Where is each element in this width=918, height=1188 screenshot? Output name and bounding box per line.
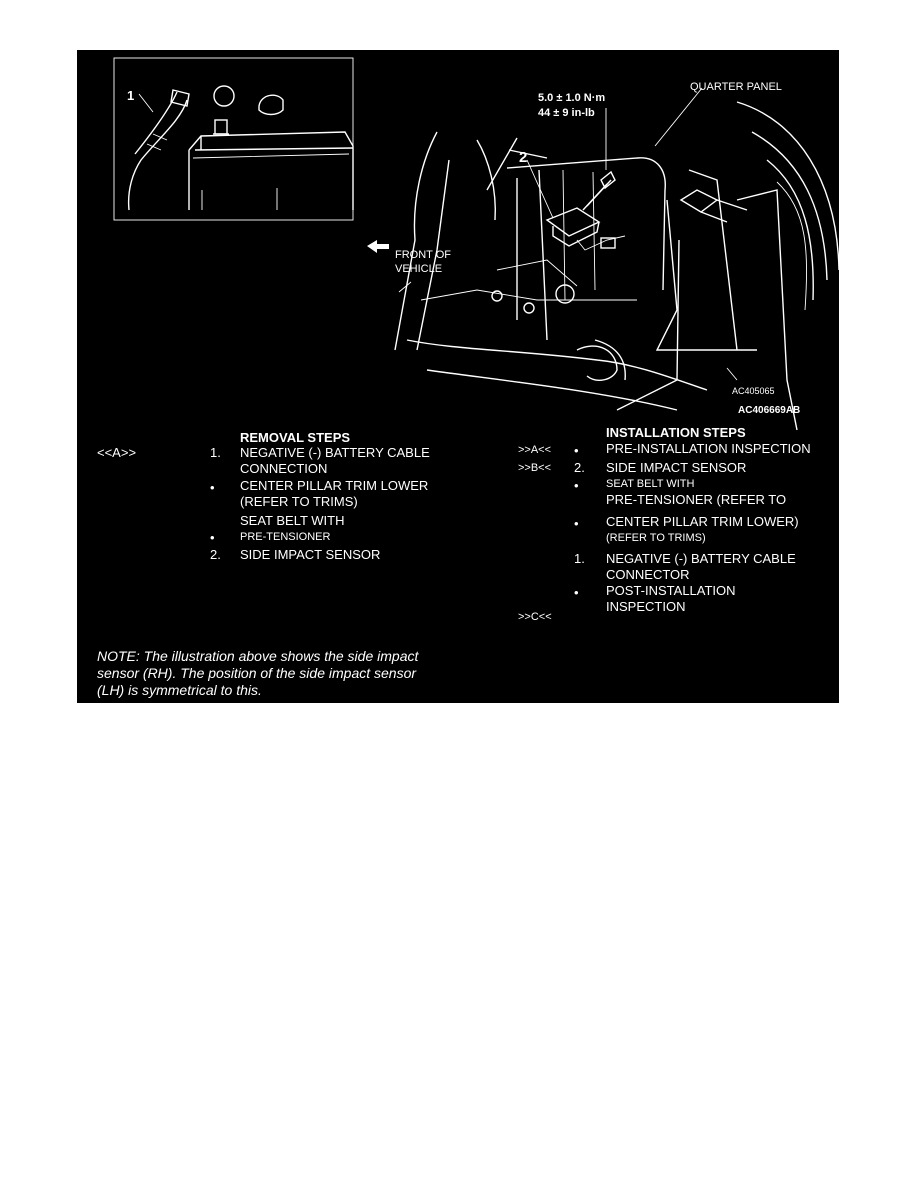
negative-terminal-symbol	[213, 85, 235, 107]
front-of-vehicle-label-1: FRONT OF	[395, 249, 452, 261]
inset-item-label: 1	[127, 88, 135, 103]
installation-heading: INSTALLATION STEPS	[606, 425, 746, 440]
installation-ref-c: >>C<<	[518, 611, 552, 623]
front-of-vehicle-label-2: VEHICLE	[395, 263, 443, 275]
image-code: AC406669AB	[738, 405, 801, 416]
installation-step-bullet: •	[574, 478, 579, 493]
quarter-panel-leader	[654, 87, 703, 147]
removal-ref-a: <<A>>	[97, 445, 137, 460]
removal-step-1-text: NEGATIVE (-) BATTERY CABLE	[240, 445, 430, 460]
side-impact-sensor	[545, 207, 601, 237]
sensor-bolt	[600, 170, 616, 190]
removal-step-1-num: 1.	[210, 445, 221, 460]
removal-step-bullet: •	[210, 480, 215, 495]
service-figure: 1 2 5.0 ± 1.0 N·m 44 ± 9 in-lb QUARTER P…	[77, 50, 839, 703]
removal-step-2-text-2: (REFER TO TRIMS)	[240, 494, 358, 509]
installation-step-5-num: 1.	[574, 551, 585, 566]
illustration	[113, 57, 839, 431]
front-of-vehicle-leader	[398, 281, 412, 293]
removal-step-4-text: PRE-TENSIONER	[240, 531, 331, 543]
installation-step-3-text: SEAT BELT WITH	[606, 478, 695, 490]
installation-step-6-text-2: INSPECTION	[606, 599, 686, 614]
vehicle-interior-drawing	[367, 87, 839, 431]
installation-step-2-text: SIDE IMPACT SENSOR	[606, 460, 747, 475]
front-arrow-icon	[367, 240, 389, 253]
installation-step-3-text-2: PRE-TENSIONER (REFER TO	[606, 492, 787, 507]
torque-nm-label: 5.0 ± 1.0 N·m	[538, 92, 606, 104]
image-code-small: AC405065	[732, 386, 775, 396]
installation-step-bullet: •	[574, 585, 579, 600]
removal-step-2-text: CENTER PILLAR TRIM LOWER	[240, 478, 429, 493]
sensor-item-label: 2	[519, 149, 528, 166]
installation-step-6-text: POST-INSTALLATION	[606, 583, 736, 598]
installation-step-4-text-2: (REFER TO TRIMS)	[606, 532, 706, 544]
battery-inset-box	[113, 57, 354, 221]
installation-step-5-text: NEGATIVE (-) BATTERY CABLE	[606, 551, 796, 566]
installation-step-4-text: CENTER PILLAR TRIM LOWER)	[606, 514, 799, 529]
installation-step-2-num: 2.	[574, 460, 585, 475]
installation-step-5-text-2: CONNECTOR	[606, 567, 690, 582]
removal-heading: REMOVAL STEPS	[240, 430, 351, 445]
installation-step-bullet: •	[574, 516, 579, 531]
installation-step-bullet: •	[574, 443, 579, 458]
removal-step-1-text-2: CONNECTION	[240, 461, 328, 476]
torque-inlb-label: 44 ± 9 in-lb	[538, 107, 595, 119]
removal-step-5-num: 2.	[210, 547, 221, 562]
removal-step-bullet: •	[210, 530, 215, 545]
battery-drawing	[127, 85, 354, 211]
installation-step-1-text: PRE-INSTALLATION INSPECTION	[606, 441, 811, 456]
installation-ref-a: >>A<<	[518, 444, 552, 456]
quarter-panel-label: QUARTER PANEL	[690, 81, 782, 93]
image-code-leader	[726, 367, 738, 381]
installation-ref-b: >>B<<	[518, 462, 552, 474]
sensor-leader	[526, 159, 554, 219]
illustration-note: NOTE: The illustration above shows the s…	[97, 648, 419, 698]
removal-step-5-text: SIDE IMPACT SENSOR	[240, 547, 381, 562]
removal-step-3-text: SEAT BELT WITH	[240, 513, 345, 528]
